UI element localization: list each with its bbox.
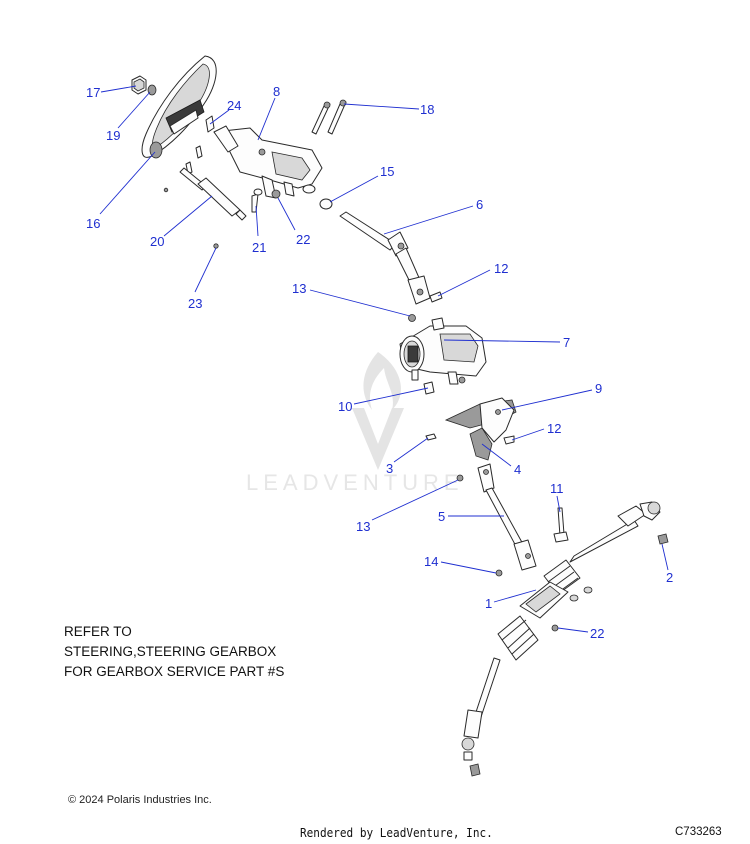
callout-4[interactable]: 4 [514, 462, 521, 477]
watermark-text: LEADVENTURE [246, 470, 464, 495]
part-bolt-head [553, 531, 569, 543]
part-bushing [302, 184, 316, 194]
callout-3[interactable]: 3 [386, 461, 393, 476]
callout-23[interactable]: 23 [188, 296, 202, 311]
part-pinch-bolt [429, 291, 443, 303]
part-gas-strut [179, 167, 247, 221]
part-bolt [425, 433, 437, 441]
callout-14[interactable]: 14 [424, 554, 438, 569]
part-guard [469, 427, 493, 461]
callout-8[interactable]: 8 [273, 84, 280, 99]
part-intermediate-shaft [477, 463, 537, 571]
callout-15[interactable]: 15 [380, 164, 394, 179]
part-nut [551, 624, 559, 632]
part-bolt [557, 507, 565, 537]
rendered-by-text: Rendered by LeadVenture, Inc. [300, 826, 493, 840]
callout-24[interactable]: 24 [227, 98, 241, 113]
part-nut [469, 763, 481, 777]
part-screw [195, 145, 203, 159]
callout-11[interactable]: 11 [550, 481, 564, 496]
callout-18[interactable]: 18 [420, 102, 434, 117]
callout-2[interactable]: 2 [666, 570, 673, 585]
callout-19[interactable]: 19 [106, 128, 120, 143]
diagram-code: C733263 [675, 826, 722, 838]
callout-13-upper[interactable]: 13 [292, 281, 306, 296]
part-bushing [569, 594, 579, 602]
callout-21[interactable]: 21 [252, 240, 266, 255]
note-line: STEERING,STEERING GEARBOX [64, 644, 277, 659]
part-clip [131, 75, 147, 95]
part-nut [495, 569, 503, 577]
callout-9[interactable]: 9 [595, 381, 602, 396]
callout-5[interactable]: 5 [438, 509, 445, 524]
part-seal [319, 198, 333, 210]
part-bolt [423, 381, 435, 395]
part-bushing [583, 586, 593, 594]
callout-10[interactable]: 10 [338, 399, 352, 414]
part-bolt [251, 193, 259, 213]
part-steering-rack [461, 501, 661, 761]
copyright-text: © 2024 Polaris Industries Inc. [68, 794, 212, 806]
part-tilt-bracket [213, 125, 323, 199]
callout-12-lower[interactable]: 12 [547, 421, 561, 436]
part-ball [213, 243, 219, 249]
callout-17[interactable]: 17 [86, 85, 100, 100]
callout-12-upper[interactable]: 12 [494, 261, 508, 276]
callout-labels: 17 19 16 24 8 18 15 6 20 21 22 23 13 12 … [86, 84, 673, 641]
callout-7[interactable]: 7 [563, 335, 570, 350]
part-steering-shaft [339, 211, 431, 305]
callout-1[interactable]: 1 [485, 596, 492, 611]
callout-22-lower[interactable]: 22 [590, 626, 604, 641]
callout-13-lower[interactable]: 13 [356, 519, 370, 534]
part-bolts [311, 99, 347, 135]
part-eps-unit [399, 317, 487, 385]
part-steering-wheel [141, 55, 217, 159]
part-washer [253, 188, 263, 196]
callout-leaders [99, 85, 669, 633]
leadventure-watermark: LEADVENTURE [246, 352, 464, 495]
callout-22-upper[interactable]: 22 [296, 232, 310, 247]
gearbox-reference-note: REFER TO STEERING,STEERING GEARBOX FOR G… [64, 622, 284, 682]
note-line: REFER TO [64, 624, 132, 639]
part-dot [163, 187, 169, 193]
callout-6[interactable]: 6 [476, 197, 483, 212]
part-nut [657, 533, 669, 545]
part-nut [456, 474, 464, 482]
part-nut [271, 189, 281, 199]
note-line: FOR GEARBOX SERVICE PART #S [64, 664, 285, 679]
part-nut [408, 314, 416, 322]
callout-16[interactable]: 16 [86, 216, 100, 231]
callout-20[interactable]: 20 [150, 234, 164, 249]
part-bolt [503, 435, 515, 445]
